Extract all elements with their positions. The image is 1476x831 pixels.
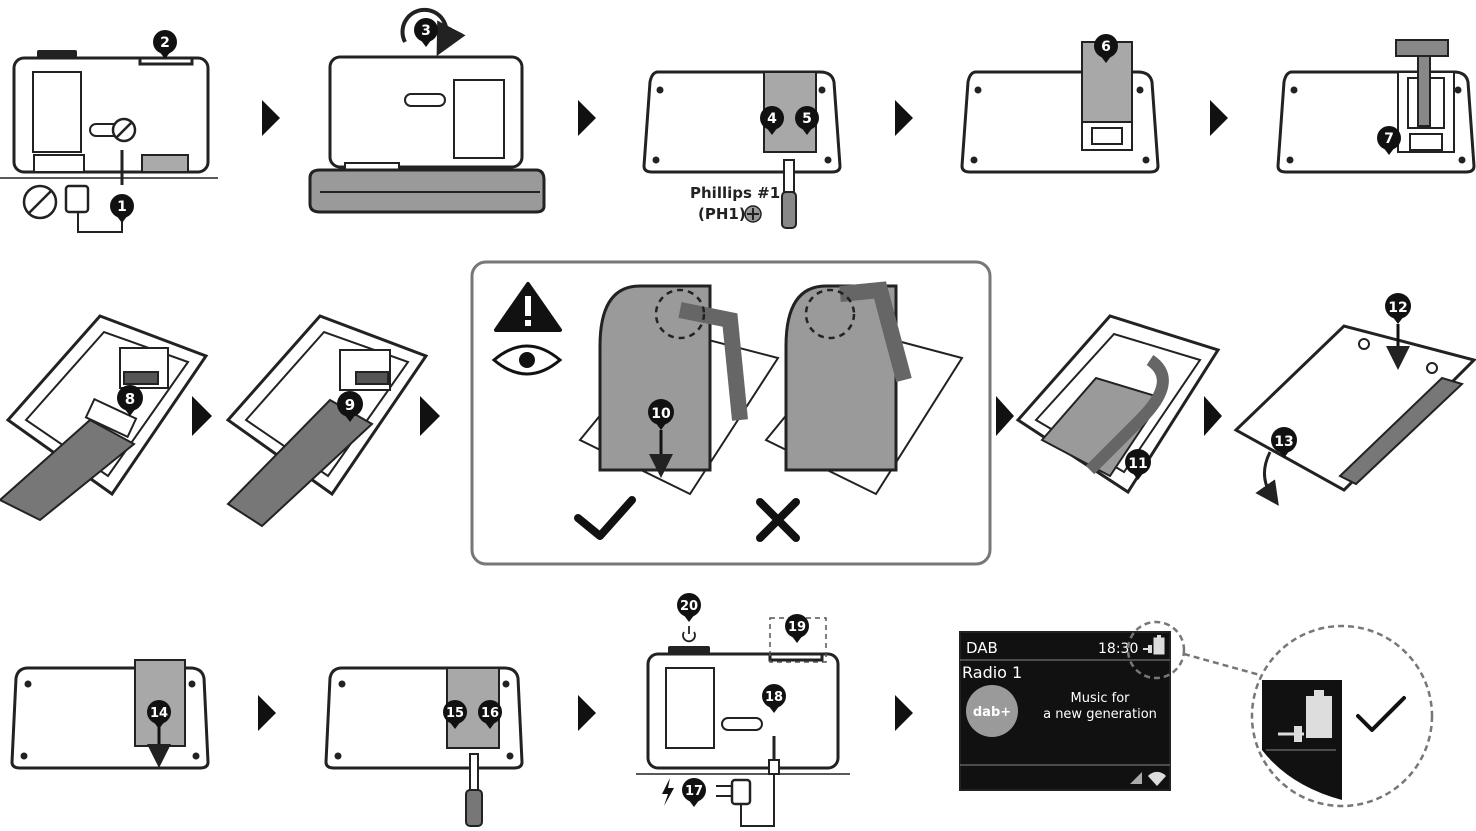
svg-text:19: 19 xyxy=(788,620,806,635)
panel-step-17-20 xyxy=(636,617,850,827)
warning-icon xyxy=(494,282,562,332)
check-icon-zoom xyxy=(1356,696,1406,732)
step-pin-3: 3 xyxy=(414,18,438,47)
svg-text:10: 10 xyxy=(651,406,671,422)
arrow-right-1 xyxy=(262,100,280,136)
svg-text:1: 1 xyxy=(117,199,127,215)
svg-text:9: 9 xyxy=(345,396,355,414)
tool-code-label: (PH1) xyxy=(698,205,746,223)
display-text-line1: Music for xyxy=(1071,691,1131,706)
step-pin-19: 19 xyxy=(785,614,809,643)
battery-icon xyxy=(1153,635,1165,655)
cross-icon xyxy=(756,498,800,542)
step-pin-16: 16 xyxy=(478,700,502,729)
arrow-right-9 xyxy=(258,695,276,731)
arrow-right-11 xyxy=(895,695,913,731)
svg-text:11: 11 xyxy=(1128,456,1147,472)
panel-step-7 xyxy=(1276,39,1476,174)
tool-name-label: Phillips #1 xyxy=(690,184,780,202)
step-pin-1: 1 xyxy=(110,194,134,223)
eye-icon xyxy=(491,344,563,376)
lightning-icon xyxy=(662,778,674,806)
svg-text:4: 4 xyxy=(767,111,777,127)
display-station: Radio 1 xyxy=(962,663,1022,682)
svg-text:14: 14 xyxy=(150,706,168,721)
arrow-right-8 xyxy=(1204,396,1222,436)
battery-wrong xyxy=(764,281,964,496)
step-pin-7: 7 xyxy=(1377,126,1401,155)
display-source: DAB xyxy=(966,639,998,657)
svg-text:16: 16 xyxy=(481,706,499,721)
svg-text:dab+: dab+ xyxy=(973,705,1011,720)
panel-step-1-2 xyxy=(0,50,218,233)
step-pin-15: 15 xyxy=(443,700,467,729)
arrow-right-6 xyxy=(420,396,440,436)
panel-step-15-16 xyxy=(324,666,524,827)
step-pin-8: 8 xyxy=(117,385,143,416)
svg-text:13: 13 xyxy=(1274,434,1293,450)
arrow-right-3 xyxy=(895,100,913,136)
battery-correct xyxy=(578,284,780,496)
check-icon xyxy=(574,496,636,540)
svg-text:6: 6 xyxy=(1101,39,1111,55)
panel-step-9 xyxy=(225,314,429,528)
step-pin-17: 17 xyxy=(682,778,706,807)
arrow-right-5 xyxy=(192,396,212,436)
display-text-line2: a new generation xyxy=(1043,707,1157,722)
svg-text:17: 17 xyxy=(685,784,703,799)
wifi-icon xyxy=(1148,771,1166,786)
svg-text:2: 2 xyxy=(160,35,170,51)
svg-text:18: 18 xyxy=(765,690,783,705)
radio-display: DAB 18:30 Radio 1 dab+ Music for a new g… xyxy=(959,631,1171,791)
step-pin-2: 2 xyxy=(153,30,177,59)
svg-text:7: 7 xyxy=(1384,131,1394,147)
step-pin-9: 9 xyxy=(337,391,363,422)
svg-text:5: 5 xyxy=(802,111,812,127)
panel-step-4-5: Phillips #1 (PH1) xyxy=(642,70,842,229)
svg-text:3: 3 xyxy=(421,23,431,39)
step-pin-14: 14 xyxy=(147,700,171,729)
step-pin-5: 5 xyxy=(795,106,819,135)
dab-logo: dab+ xyxy=(966,685,1018,737)
arrow-right-2 xyxy=(578,100,596,136)
panel-step-14 xyxy=(10,659,210,770)
signal-icon xyxy=(1130,772,1142,784)
step-pin-10: 10 xyxy=(648,399,674,430)
step-pin-12: 12 xyxy=(1385,293,1411,324)
display-time: 18:30 xyxy=(1098,641,1138,657)
panel-step-3 xyxy=(308,7,546,214)
zoom-ring-small xyxy=(1126,620,1186,680)
arrow-right-7 xyxy=(996,396,1014,436)
panel-step-6 xyxy=(960,41,1160,174)
step-pin-13: 13 xyxy=(1271,427,1297,458)
svg-text:15: 15 xyxy=(446,706,464,721)
step-pin-4: 4 xyxy=(760,106,784,135)
panel-step-8 xyxy=(0,314,209,522)
step-pin-20: 20 xyxy=(677,593,701,622)
power-icon xyxy=(682,626,696,643)
plug-icon xyxy=(1143,645,1152,653)
arrow-right-10 xyxy=(578,695,596,731)
svg-text:20: 20 xyxy=(680,599,698,614)
svg-text:8: 8 xyxy=(125,390,135,408)
panel-step-12-13 xyxy=(1233,324,1476,506)
step-pin-18: 18 xyxy=(762,684,786,713)
step-pin-6: 6 xyxy=(1094,34,1118,63)
zoom-detail xyxy=(1250,624,1434,808)
arrow-right-4 xyxy=(1210,100,1228,136)
svg-text:12: 12 xyxy=(1388,300,1407,316)
panel-step-11 xyxy=(1015,314,1221,495)
step-pin-11: 11 xyxy=(1125,449,1151,480)
phillips-screw-icon xyxy=(744,205,762,223)
